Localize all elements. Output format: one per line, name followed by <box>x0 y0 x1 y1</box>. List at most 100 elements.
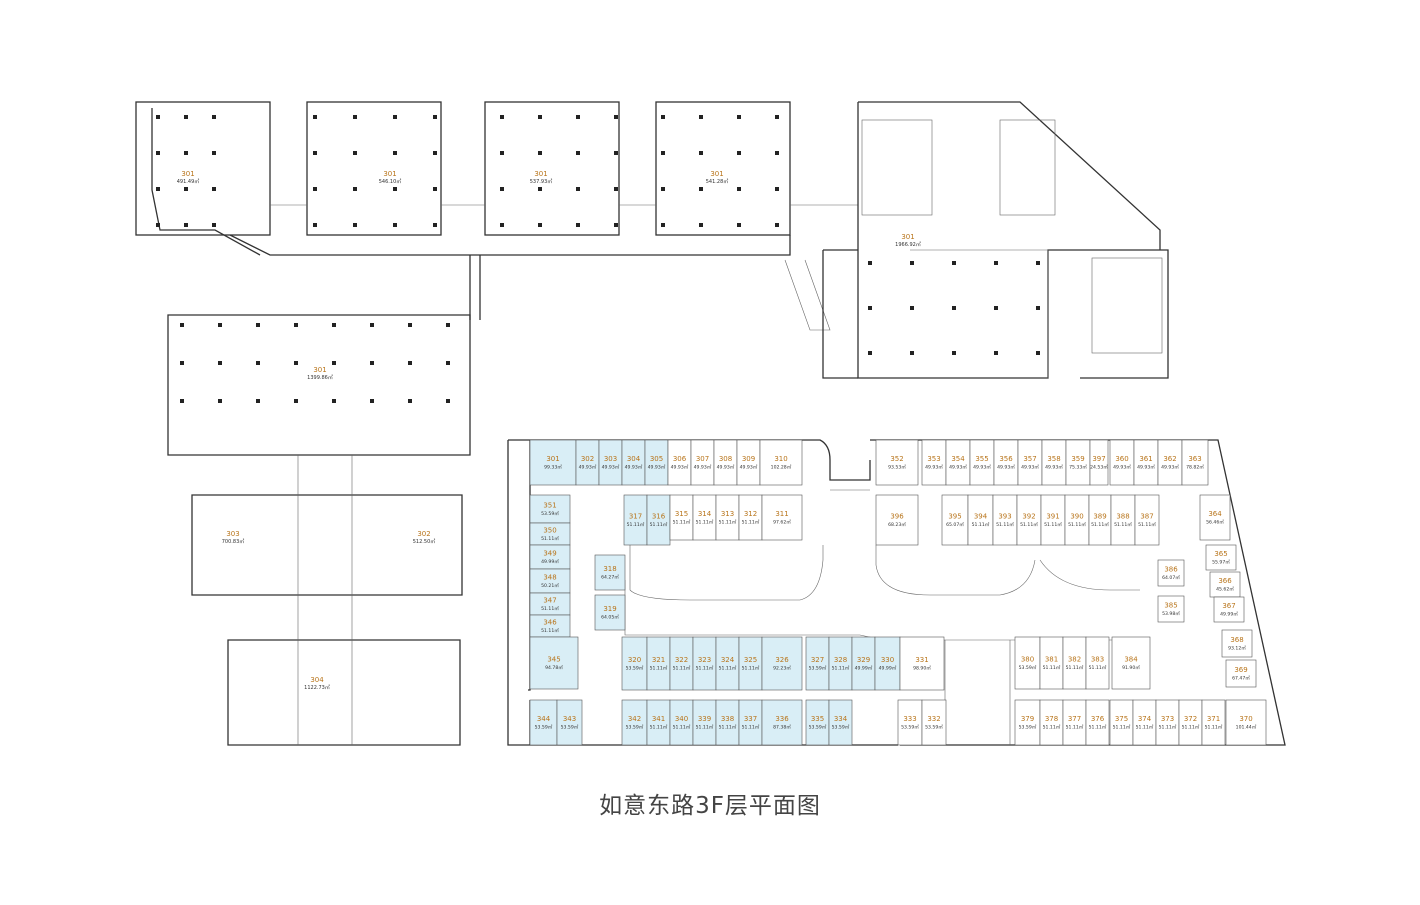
column-marker <box>699 223 703 227</box>
column-marker <box>433 187 437 191</box>
column-marker <box>661 115 665 119</box>
room-362-cell <box>1157 439 1183 486</box>
room-395-area: 65.07㎡ <box>946 521 964 528</box>
room-344-area: 53.59㎡ <box>535 724 553 731</box>
room-381-area: 51.11㎡ <box>1043 664 1061 671</box>
column-marker <box>576 187 580 191</box>
room-380-area: 53.59㎡ <box>1019 664 1037 671</box>
room-397-number: 397 <box>1092 455 1105 463</box>
column-marker <box>294 399 298 403</box>
room-358-number: 358 <box>1047 455 1060 463</box>
unit-b6-number: 301 <box>313 366 326 374</box>
room-384-cell <box>1111 636 1151 690</box>
column-marker <box>661 187 665 191</box>
room-305-number: 305 <box>650 455 663 463</box>
column-marker <box>868 351 872 355</box>
room-312-number: 312 <box>744 510 757 518</box>
column-marker <box>184 223 188 227</box>
room-393-area: 51.11㎡ <box>996 521 1014 528</box>
unit-b1-number: 301 <box>181 170 194 178</box>
room-380-cell <box>1014 636 1041 690</box>
room-357-area: 49.93㎡ <box>1021 464 1039 471</box>
room-373-area: 51.11㎡ <box>1159 724 1177 731</box>
room-397-area: 24.53㎡ <box>1090 464 1108 471</box>
room-379-number: 379 <box>1021 715 1034 723</box>
room-372-number: 372 <box>1184 715 1197 723</box>
room-334-area: 53.59㎡ <box>832 724 850 731</box>
room-323-area: 51.11㎡ <box>696 665 714 672</box>
column-marker <box>500 151 504 155</box>
room-363-area: 78.82㎡ <box>1186 464 1204 471</box>
room-368-number: 368 <box>1230 636 1243 644</box>
column-marker <box>433 223 437 227</box>
room-361-area: 49.93㎡ <box>1137 464 1155 471</box>
room-329-number: 329 <box>857 656 870 664</box>
room-380-number: 380 <box>1021 656 1034 664</box>
room-365-cell <box>1205 544 1237 571</box>
column-marker <box>661 151 665 155</box>
room-334-cell <box>828 699 853 746</box>
room-320-cell <box>621 636 648 691</box>
room-333-cell <box>897 699 923 746</box>
room-321-area: 51.11㎡ <box>650 665 668 672</box>
room-351-area: 53.59㎡ <box>541 510 559 517</box>
column-marker <box>184 187 188 191</box>
column-marker <box>156 223 160 227</box>
unit-b5-number: 301 <box>901 233 914 241</box>
column-marker <box>500 187 504 191</box>
column-marker <box>212 223 216 227</box>
column-marker <box>212 187 216 191</box>
unit-b2-number: 301 <box>383 170 396 178</box>
room-318-cell <box>594 554 626 591</box>
room-369-area: 67.47㎡ <box>1232 675 1250 682</box>
column-marker <box>156 115 160 119</box>
room-391-area: 51.11㎡ <box>1044 521 1062 528</box>
room-330-cell <box>874 636 901 691</box>
column-marker <box>775 187 779 191</box>
column-marker <box>313 151 317 155</box>
room-383-number: 383 <box>1091 656 1104 664</box>
room-361-number: 361 <box>1139 455 1152 463</box>
room-383-cell <box>1085 636 1110 690</box>
room-366-cell <box>1209 571 1241 598</box>
room-325-area: 51.11㎡ <box>742 665 760 672</box>
room-325-number: 325 <box>744 656 757 664</box>
room-386-area: 64.07㎡ <box>1162 574 1180 581</box>
room-363-number: 363 <box>1188 455 1201 463</box>
room-321-number: 321 <box>652 656 665 664</box>
room-318-number: 318 <box>603 565 616 573</box>
room-350-number: 350 <box>543 527 556 535</box>
column-marker <box>446 361 450 365</box>
room-314-number: 314 <box>698 510 712 518</box>
unit-b8-area: 512.50㎡ <box>413 538 436 545</box>
room-301-area: 99.33㎡ <box>544 464 562 471</box>
room-302-number: 302 <box>581 455 594 463</box>
unit-b2-area: 546.10㎡ <box>379 178 402 185</box>
column-marker <box>218 361 222 365</box>
room-333-number: 333 <box>903 715 916 723</box>
room-382-area: 51.11㎡ <box>1066 664 1084 671</box>
column-marker <box>952 261 956 265</box>
room-359-cell <box>1065 439 1091 486</box>
unit-b3-number: 301 <box>534 170 547 178</box>
room-360-number: 360 <box>1115 455 1128 463</box>
room-332-area: 53.59㎡ <box>925 724 943 731</box>
column-marker <box>256 399 260 403</box>
unit-b4-area: 541.28㎡ <box>706 178 729 185</box>
room-309-area: 49.93㎡ <box>740 464 758 471</box>
room-376-cell <box>1085 699 1110 746</box>
room-319-number: 319 <box>603 605 616 613</box>
room-388-cell <box>1110 494 1136 546</box>
column-marker <box>180 361 184 365</box>
column-marker <box>614 187 618 191</box>
room-305-area: 49.93㎡ <box>648 464 666 471</box>
room-394-cell <box>967 494 994 546</box>
column-marker <box>737 115 741 119</box>
room-371-area: 51.11㎡ <box>1205 724 1223 731</box>
room-364-area: 56.46㎡ <box>1206 519 1224 526</box>
room-394-number: 394 <box>974 513 988 521</box>
room-387-cell <box>1134 494 1160 546</box>
room-359-area: 75.33㎡ <box>1069 464 1087 471</box>
column-marker <box>433 151 437 155</box>
column-marker <box>353 151 357 155</box>
